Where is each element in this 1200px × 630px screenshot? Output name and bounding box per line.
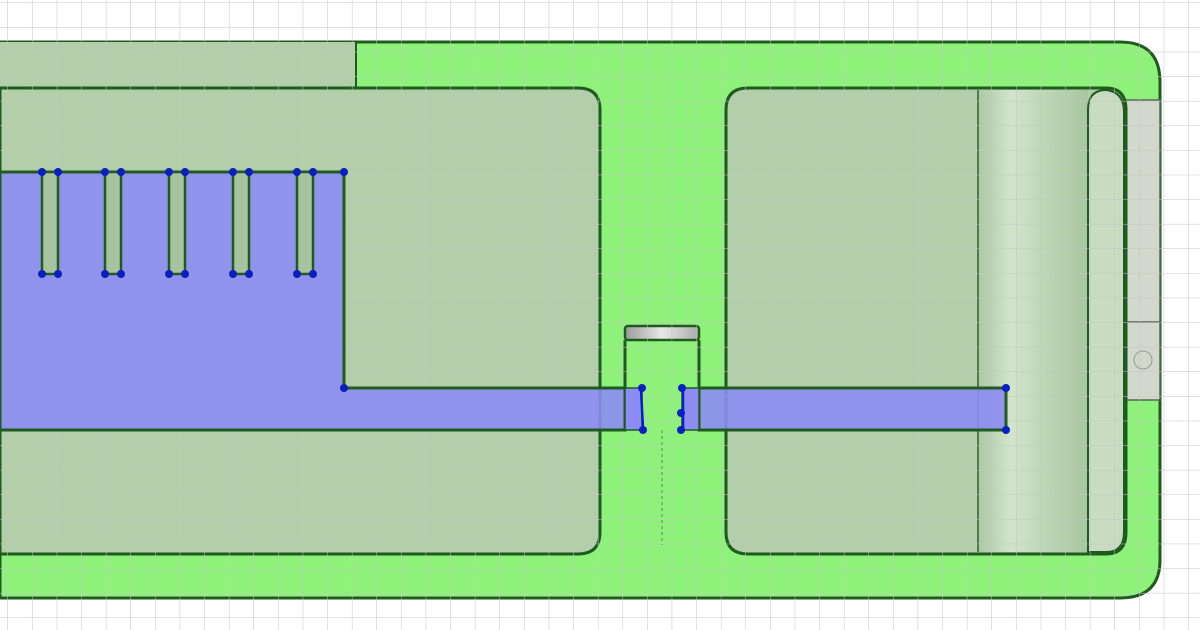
sketch-points[interactable] (38, 168, 1010, 434)
